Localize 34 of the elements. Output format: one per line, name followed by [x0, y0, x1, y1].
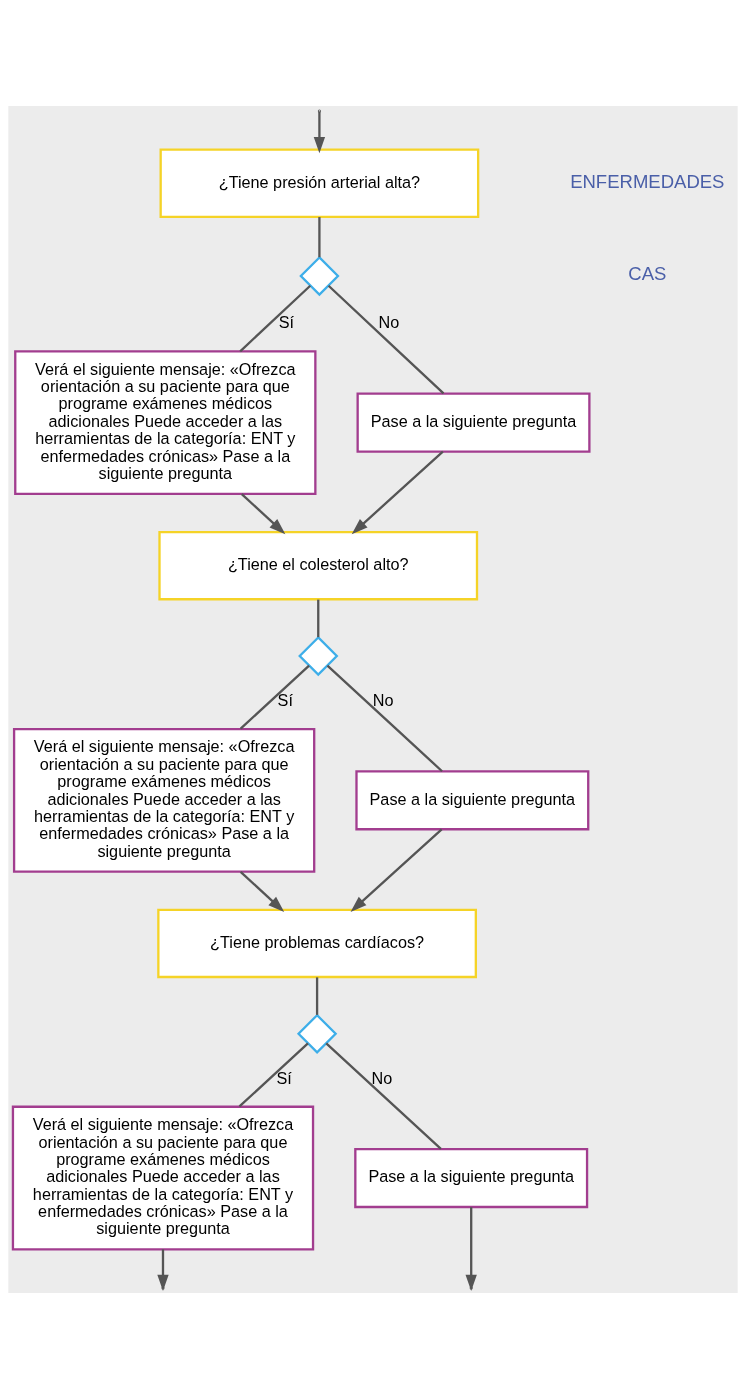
connector — [317, 599, 320, 638]
node-diamond — [296, 1013, 338, 1054]
node-diamond — [299, 255, 340, 297]
edge-label: Sí — [276, 1068, 292, 1087]
connector — [326, 664, 443, 773]
arrow — [239, 871, 285, 912]
connector — [239, 284, 312, 353]
connector — [325, 1042, 442, 1150]
edge-label: No — [371, 1068, 393, 1087]
label: CAS — [628, 263, 667, 285]
node-box: ¿Tiene presión arterial alta? — [159, 148, 480, 219]
node-box: ¿Tiene problemas cardíacos? — [157, 908, 477, 979]
arrow — [241, 493, 286, 535]
node-box: Pase a la siguiente pregunta — [356, 392, 591, 453]
node-box: Pase a la siguiente pregunta — [354, 1147, 589, 1209]
edge-label: No — [372, 691, 394, 710]
edge-label: Sí — [277, 691, 293, 710]
node-diamond — [298, 635, 339, 677]
node-box: Verá el siguiente mensaje: «Ofrezca orientación a su paciente para que programe exámenes médicos adicionales Puede acceder a las herramientas de la categoría: ENT y enfermedades crónicas» Pase a la siguiente pregunta — [11, 1105, 315, 1251]
label: ENFERMEDADES — [570, 170, 725, 192]
node-box: Verá el siguiente mensaje: «Ofrezca orientación a su paciente para que programe exámenes médicos adicionales Puede acceder a las herramientas de la categoría: ENT y enfermedades crónicas» Pase a la siguiente pregunta — [14, 350, 317, 495]
connector — [239, 664, 310, 730]
connector — [327, 284, 445, 395]
node-box: Verá el siguiente mensaje: «Ofrezca orientación a su paciente para que programe exámenes médicos adicionales Puede acceder a las herramientas de la categoría: ENT y enfermedades crónicas» Pase a la siguiente pregunta — [12, 727, 316, 873]
node-box: Pase a la siguiente pregunta — [355, 770, 590, 831]
arrow — [313, 111, 326, 154]
edge-label: No — [378, 313, 400, 332]
connector — [315, 977, 319, 1015]
node-box: ¿Tiene el colesterol alto? — [158, 530, 479, 601]
arrow — [350, 828, 443, 912]
connector — [238, 1042, 309, 1108]
edge-label: Sí — [278, 313, 295, 332]
arrow — [351, 450, 444, 535]
connector — [318, 217, 321, 258]
